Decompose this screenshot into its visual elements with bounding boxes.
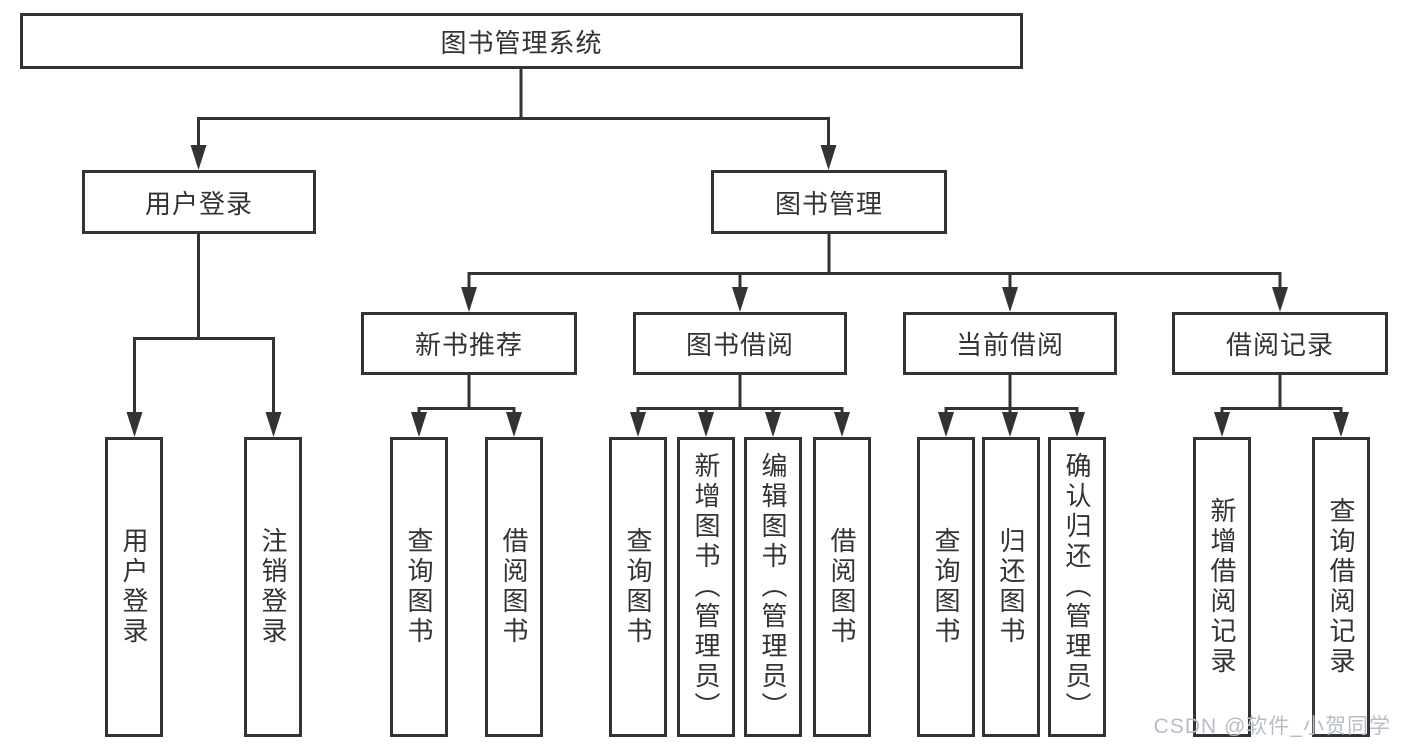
edge-line (944, 375, 1079, 417)
leaf-label: 查询图书 (931, 527, 961, 647)
leaf-label: 编辑图书（管理员） (758, 452, 788, 722)
edge-line (636, 375, 844, 417)
edge-line (1220, 375, 1343, 417)
edge-line (197, 117, 830, 149)
arrow-down-icon (461, 287, 477, 312)
leaf-label: 查询图书 (404, 527, 434, 647)
arrow-down-icon (698, 412, 714, 437)
edge-line (133, 337, 275, 417)
leaf-label: 查询图书 (623, 527, 653, 647)
leaf-label: 新增借阅记录 (1207, 497, 1237, 677)
leaf-label: 确认归还（管理员） (1062, 452, 1092, 722)
leaf-edit-book-admin: 编辑图书（管理员） (744, 437, 802, 737)
node-book-borrowing: 图书借阅 (633, 312, 847, 375)
leaf-label: 查询借阅记录 (1326, 497, 1356, 677)
arrow-down-icon (265, 412, 282, 437)
leaf-query-books-recommend: 查询图书 (390, 437, 448, 737)
node-borrowing-records: 借阅记录 (1172, 312, 1388, 375)
arrow-down-icon (732, 287, 748, 312)
arrow-down-icon (411, 412, 427, 437)
arrow-down-icon (834, 412, 850, 437)
leaf-query-borrow-record: 查询借阅记录 (1312, 437, 1370, 737)
leaf-add-book-admin: 新增图书（管理员） (677, 437, 735, 737)
node-new-book-recommendation: 新书推荐 (361, 312, 577, 375)
node-current-borrowing: 当前借阅 (903, 312, 1117, 375)
edge-line (467, 272, 1282, 291)
leaf-label: 用户登录 (119, 527, 149, 647)
arrow-down-icon (1002, 287, 1018, 312)
arrow-down-icon (820, 145, 837, 170)
leaf-confirm-return-admin: 确认归还（管理员） (1048, 437, 1106, 737)
leaf-label: 归还图书 (996, 527, 1026, 647)
leaf-label: 借阅图书 (499, 527, 529, 647)
arrow-down-icon (190, 145, 207, 170)
leaf-query-books-borrow: 查询图书 (609, 437, 667, 737)
arrow-down-icon (765, 412, 781, 437)
edge-line (417, 375, 516, 417)
arrow-down-icon (126, 412, 143, 437)
arrow-down-icon (506, 412, 522, 437)
leaf-logout: 注销登录 (244, 437, 302, 737)
node-user-login: 用户登录 (82, 170, 316, 234)
leaf-borrow-books-recommend: 借阅图书 (485, 437, 543, 737)
leaf-label: 新增图书（管理员） (691, 452, 721, 722)
arrow-down-icon (1333, 412, 1349, 437)
leaf-label: 注销登录 (258, 527, 288, 647)
leaf-borrow-books: 借阅图书 (813, 437, 871, 737)
node-library-management-system: 图书管理系统 (20, 13, 1023, 69)
arrow-down-icon (938, 412, 954, 437)
arrow-down-icon (1002, 412, 1018, 437)
arrow-down-icon (630, 412, 646, 437)
leaf-add-borrow-record: 新增借阅记录 (1193, 437, 1251, 737)
leaf-query-books-current: 查询图书 (917, 437, 975, 737)
leaf-return-books: 归还图书 (982, 437, 1040, 737)
arrow-down-icon (1272, 287, 1288, 312)
node-book-management: 图书管理 (711, 170, 947, 234)
arrow-down-icon (1214, 412, 1230, 437)
leaf-label: 借阅图书 (827, 527, 857, 647)
csdn-watermark: CSDN @软件_小贺同学 (1153, 715, 1391, 738)
leaf-user-login: 用户登录 (105, 437, 163, 737)
arrow-down-icon (1069, 412, 1085, 437)
